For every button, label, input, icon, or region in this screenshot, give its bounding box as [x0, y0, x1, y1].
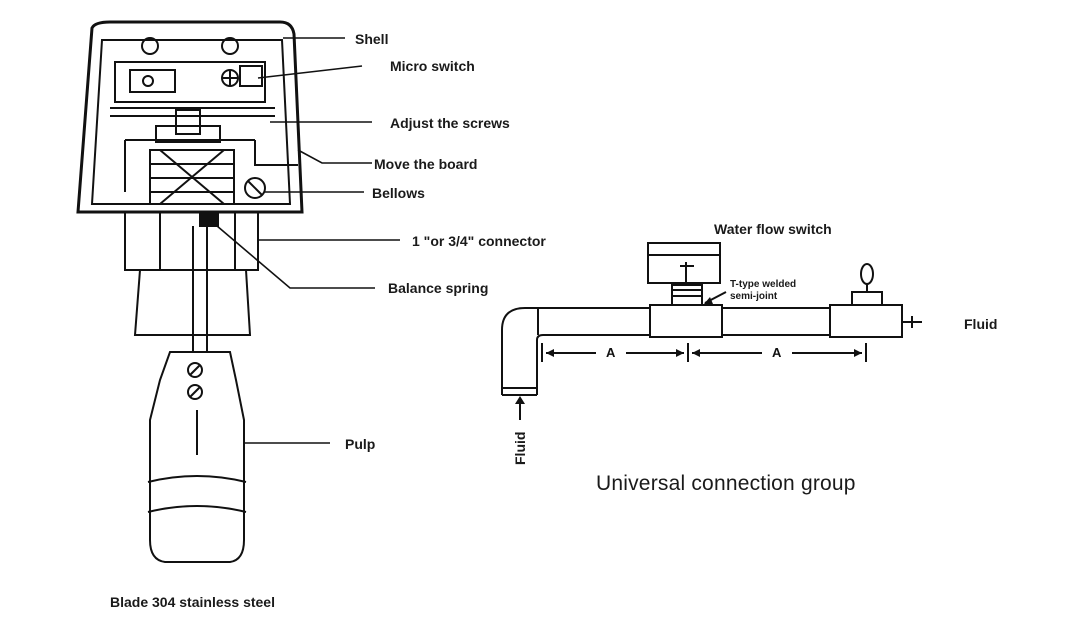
label-fluid-inlet: Fluid	[512, 431, 528, 465]
label-water-flow-switch: Water flow switch	[714, 221, 832, 237]
label-fluid-outlet: Fluid	[964, 316, 998, 332]
dimension-a-right: A	[768, 345, 786, 360]
arrowheads	[515, 297, 862, 404]
leader-lines	[209, 37, 400, 444]
label-bellows: Bellows	[372, 185, 425, 201]
label-connector: 1 "or 3/4" connector	[412, 233, 546, 249]
label-micro-switch: Micro switch	[390, 58, 475, 74]
label-adjust-screws: Adjust the screws	[390, 115, 510, 131]
label-move-board: Move the board	[374, 156, 478, 172]
label-blade: Blade 304 stainless steel	[110, 594, 275, 610]
pipe-assembly	[501, 242, 922, 420]
switch-assembly	[76, 20, 304, 563]
group-title: Universal connection group	[596, 472, 856, 495]
dimension-a-left: A	[602, 345, 620, 360]
label-balance-spring: Balance spring	[388, 280, 489, 296]
label-shell: Shell	[355, 31, 389, 47]
label-pulp: Pulp	[345, 436, 376, 452]
label-t-type-line2: semi-joint	[730, 291, 778, 302]
label-t-type-line1: T-type welded	[730, 279, 797, 290]
